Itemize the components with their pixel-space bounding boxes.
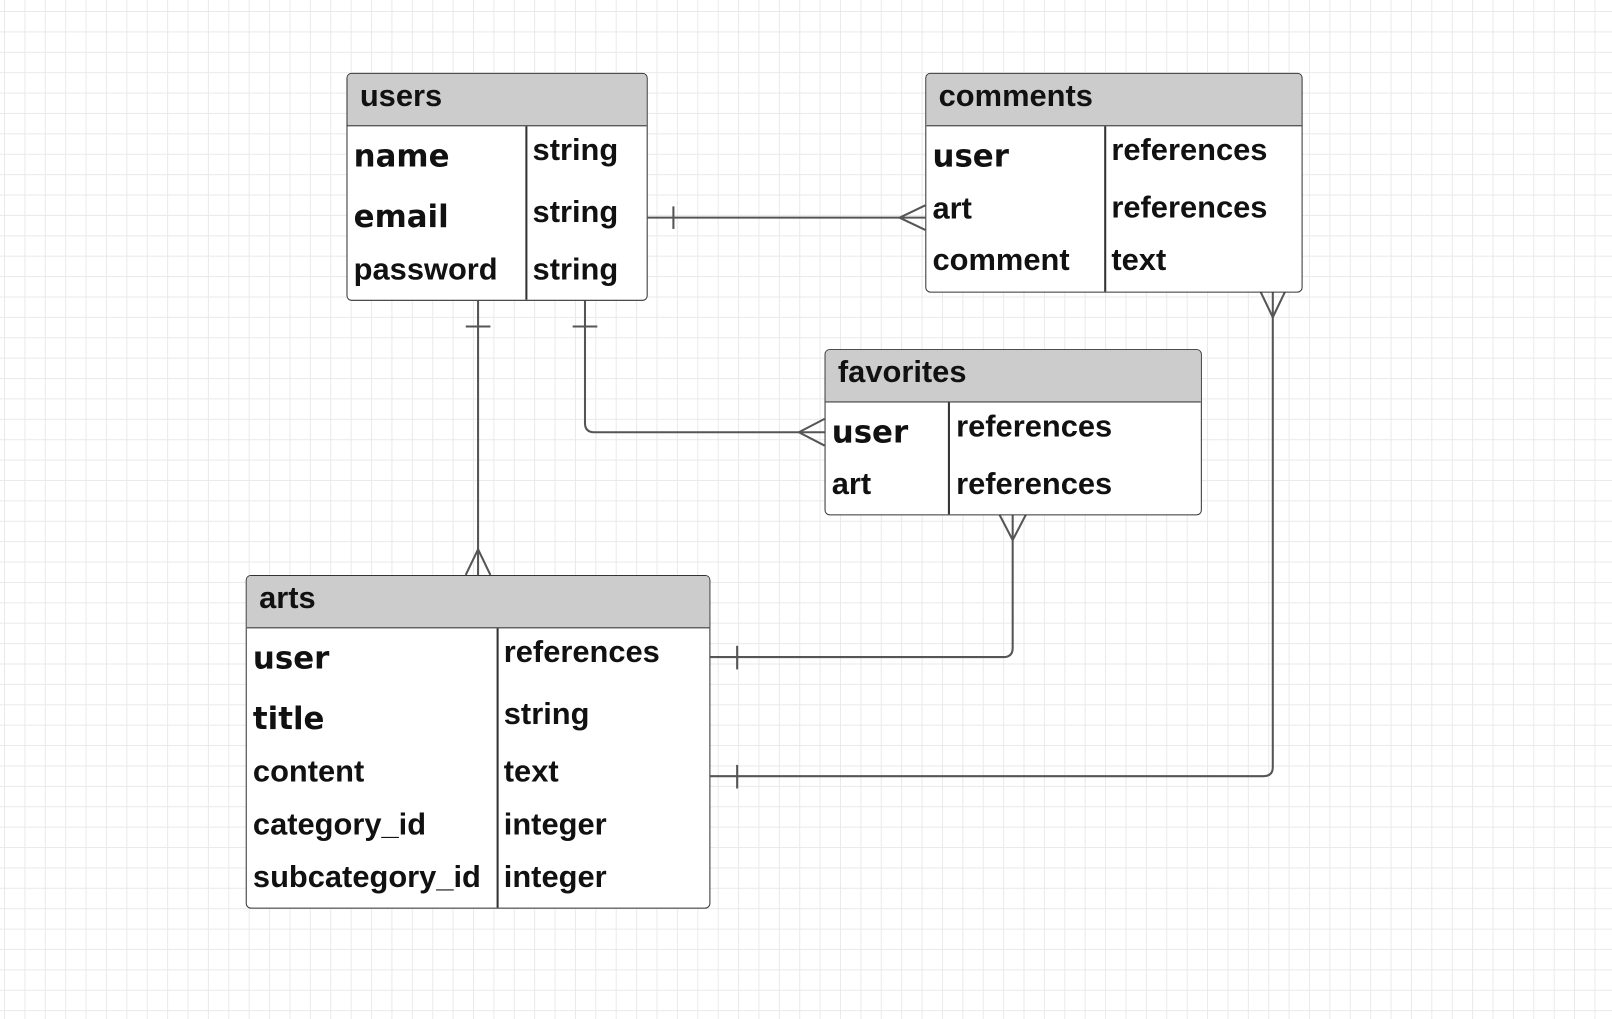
column-divider <box>496 628 499 908</box>
field-type: references <box>956 409 1113 444</box>
column-divider <box>947 402 950 515</box>
users-table-title: users <box>347 73 647 127</box>
field-name: user <box>252 640 330 677</box>
field-type: references <box>956 467 1113 502</box>
crowfoot-many-marker <box>998 513 1027 542</box>
field-type: string <box>503 697 590 732</box>
field-type: text <box>503 754 559 789</box>
field-name: user <box>831 414 909 451</box>
field-type: references <box>1111 190 1268 225</box>
relationship-arts-favorites[interactable] <box>710 513 1027 670</box>
relationship-arts-comments[interactable] <box>710 291 1287 789</box>
field-name: title <box>252 701 325 738</box>
field-name: subcategory_id <box>252 860 481 895</box>
field-type: integer <box>503 808 607 842</box>
arts-table[interactable]: arts user references title string conten… <box>245 574 711 909</box>
field-name: user <box>932 138 1009 175</box>
arts-table-title: arts <box>246 575 710 629</box>
crowfoot-many-marker <box>898 204 926 231</box>
field-type: string <box>532 133 619 168</box>
field-name: art <box>831 467 872 502</box>
comments-table-title: comments <box>926 73 1302 127</box>
crowfoot-many-marker <box>1259 291 1287 319</box>
relationship-users-favorites[interactable] <box>572 300 826 447</box>
field-type: text <box>1111 243 1167 278</box>
favorites-table[interactable]: favorites user references art references <box>824 349 1202 516</box>
users-table[interactable]: users name string email string password … <box>346 72 648 301</box>
field-type: references <box>503 635 660 670</box>
field-type: references <box>1111 133 1268 168</box>
crowfoot-many-marker <box>797 417 826 447</box>
field-name: art <box>932 191 972 226</box>
field-name: category_id <box>252 808 427 842</box>
field-name: password <box>353 252 498 287</box>
field-name: content <box>252 754 365 789</box>
relationship-users-arts[interactable] <box>464 300 492 576</box>
favorites-table-title: favorites <box>825 350 1201 403</box>
field-name: name <box>353 138 450 175</box>
column-divider <box>525 126 527 300</box>
comments-table[interactable]: comments user references art references … <box>925 72 1303 293</box>
column-divider <box>1104 126 1106 292</box>
crowfoot-many-marker <box>464 548 492 576</box>
field-name: email <box>353 199 449 236</box>
field-type: integer <box>503 860 607 895</box>
field-type: string <box>532 252 619 287</box>
relationship-connectors <box>464 204 1287 789</box>
field-type: string <box>532 195 619 229</box>
relationship-users-comments[interactable] <box>647 204 926 231</box>
field-name: comment <box>932 243 1070 278</box>
